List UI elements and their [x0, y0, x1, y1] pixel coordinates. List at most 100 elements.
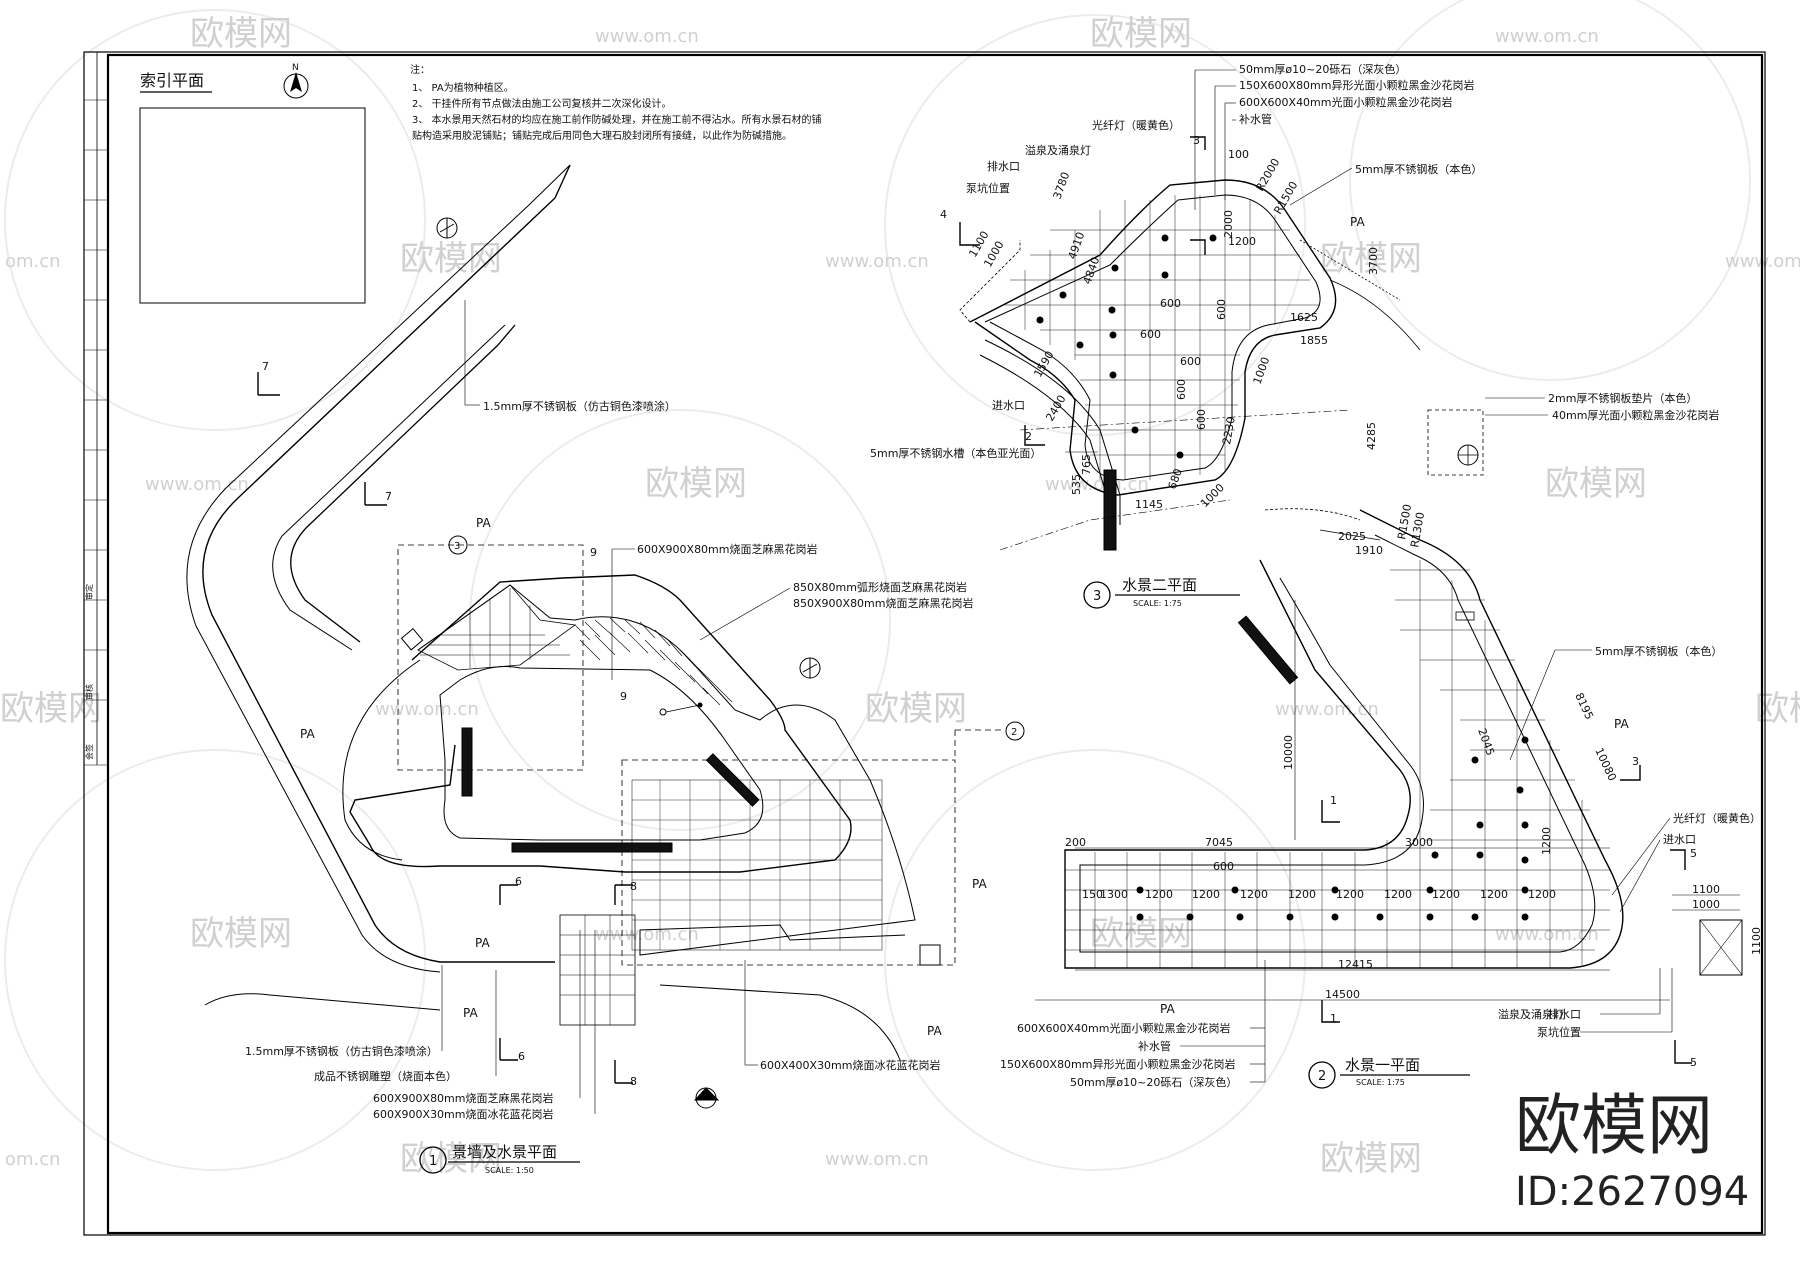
wall-bar	[511, 842, 673, 853]
dim: 100	[1228, 148, 1249, 161]
watermark-brand: 欧模网	[1545, 464, 1647, 504]
pa-label: PA	[927, 1024, 942, 1038]
dim: 10080	[1592, 746, 1619, 783]
dim: 600	[1195, 409, 1208, 430]
notes-block: 注： 1、 PA为植物种植区。 2、 干挂件所有节点做法由施工公司复核并二次深化…	[410, 63, 822, 142]
drawing-scale: SCALE: 1:75	[1133, 599, 1182, 608]
watermark-circle	[884, 749, 1306, 1171]
dim: 2025	[1338, 530, 1366, 543]
watermark-url: www.om.cn	[1495, 26, 1599, 47]
notes-heading: 注：	[410, 63, 430, 76]
index-plan-title: 索引平面	[140, 71, 204, 90]
dim: 3700	[1367, 247, 1380, 275]
callout-pump-pit: 泵坑位置	[1537, 1025, 1581, 1039]
dim: 765	[1080, 454, 1093, 475]
callout-inlet: 进水口	[992, 399, 1025, 412]
section-mark: 6	[518, 1050, 525, 1063]
pa-label: PA	[1160, 1002, 1175, 1016]
dim: 1200	[1480, 888, 1508, 901]
watermark-circle	[4, 749, 426, 1171]
dim: 200	[1065, 836, 1086, 849]
dim: 1200	[1192, 888, 1220, 901]
title-block-rows	[84, 99, 108, 766]
watermark-url: www.om.cn	[595, 924, 699, 945]
steps-block	[559, 914, 636, 1026]
watermark-brand: 欧模网	[1090, 914, 1192, 954]
tile-grid-2	[632, 780, 882, 950]
title-block-text: 审核	[84, 684, 94, 700]
dim: 1200	[1528, 888, 1556, 901]
pool-2-outline	[969, 179, 1337, 496]
inner-wall-edge	[272, 324, 506, 651]
dim: 3780	[1051, 170, 1073, 201]
callout-pebble: 50mm厚ø10~20砾石（深灰色）	[1239, 62, 1406, 76]
north-arrow-icon	[283, 72, 309, 99]
pool-2-inner	[984, 194, 1321, 481]
section-mark: 9	[620, 690, 627, 703]
callout-granite-600x900x30: 600X900X30mm烧面冰花蓝花岗岩	[373, 1107, 554, 1121]
section-mark: 3	[1193, 134, 1200, 147]
dim: 3000	[1405, 836, 1433, 849]
section-mark: 5	[1690, 847, 1697, 860]
wall-bar	[1237, 615, 1299, 685]
dim: 4840	[1081, 255, 1103, 286]
watermark-brand: 欧模网	[1320, 239, 1422, 279]
callout-steel-plate: 1.5mm厚不锈钢板（仿古铜色漆喷涂）	[483, 399, 676, 413]
dim: 4910	[1066, 230, 1088, 261]
dim: 1910	[1355, 544, 1383, 557]
pa-label: PA	[476, 516, 491, 530]
callout-steel-5mm: 5mm厚不锈钢板（本色）	[1355, 162, 1482, 176]
orientation-icon	[436, 217, 821, 1109]
dim: 1200	[1228, 235, 1256, 248]
watermark-url: www.om.cn	[1495, 924, 1599, 945]
dim: 1000	[1198, 481, 1227, 510]
callout-granite-600x900: 600X900X80mm烧面芝麻黑花岗岩	[637, 542, 818, 556]
drawing-title: 水景二平面	[1122, 576, 1197, 594]
callout-inlet: 进水口	[1663, 833, 1696, 846]
section-mark: 3	[1632, 755, 1639, 768]
dim: 600	[1215, 299, 1228, 320]
drawing-3-labels: 50mm厚ø10~20砾石（深灰色） 150X600X80mm异形光面小颗粒黑金…	[870, 62, 1719, 609]
drawing-scale: SCALE: 1:50	[485, 1166, 534, 1175]
watermark-circle	[884, 14, 1306, 436]
section-mark: 1	[1330, 1012, 1337, 1025]
callout-granite-600x400: 600X400X30mm烧面冰花蓝花岗岩	[760, 1058, 941, 1072]
callout-pump-pit: 泵坑位置	[966, 181, 1010, 195]
dim: 1000	[1251, 355, 1273, 386]
notes-line: 2、 干挂件所有节点做法由施工公司复核并二次深化设计。	[412, 97, 672, 110]
detail-box-2	[621, 759, 956, 966]
dim: R2000	[1253, 156, 1282, 193]
watermark-brand: 欧模网	[1320, 1139, 1422, 1179]
watermark-url: www.om.cn	[1045, 474, 1149, 495]
dim: 14500	[1325, 988, 1360, 1001]
pa-label: PA	[972, 877, 987, 891]
dim: 2230	[1220, 416, 1238, 446]
drawing-number: 2	[1318, 1069, 1326, 1084]
watermark-brand: 欧模网	[645, 464, 747, 504]
brand-id: ID:2627094	[1515, 1169, 1749, 1215]
trough-wall	[1103, 469, 1117, 551]
section-mark: 8	[630, 880, 637, 893]
dim: 600	[1160, 297, 1181, 310]
dim: 1145	[1135, 498, 1163, 511]
title-block-text: 审定	[84, 584, 94, 600]
callout-granite-600x900-b: 600X900X80mm烧面芝麻黑花岗岩	[373, 1091, 554, 1105]
dim: 1200	[1336, 888, 1364, 901]
watermark-circle	[1349, 0, 1751, 381]
dim: R1300	[1408, 511, 1427, 548]
path-edge	[204, 993, 441, 1011]
callout-trough: 5mm厚不锈钢水槽（本色亚光面）	[870, 446, 1041, 460]
curb-outer	[202, 164, 571, 963]
dim: 2045	[1475, 727, 1497, 758]
detail-ref-3: 3	[454, 541, 460, 552]
drawing-3-plan	[959, 136, 1484, 551]
drawing-scale: SCALE: 1:75	[1356, 1078, 1405, 1087]
dim: 12415	[1338, 958, 1373, 971]
index-plan: 索引平面 N	[139, 63, 366, 304]
section-mark: 4	[940, 208, 947, 221]
dim: 1000	[1692, 898, 1720, 911]
dim: 2400	[1043, 393, 1068, 424]
fountain-lights-1	[1136, 736, 1529, 921]
pa-label: PA	[1350, 215, 1365, 229]
dim: 600	[1175, 379, 1188, 400]
